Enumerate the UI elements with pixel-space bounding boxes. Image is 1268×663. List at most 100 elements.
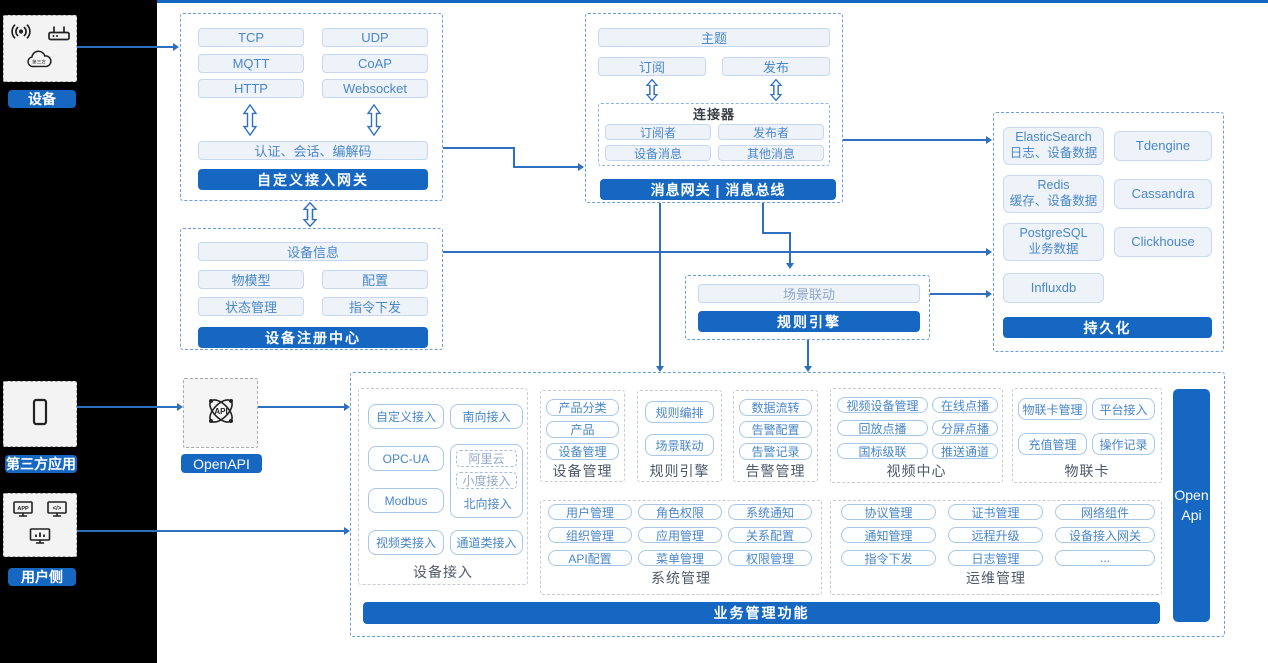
chip: 组织管理 xyxy=(548,527,632,543)
app-monitor-icon: APP xyxy=(12,500,34,523)
arrowhead xyxy=(986,248,992,256)
arrowhead xyxy=(986,290,992,298)
alarm-label: 告警管理 xyxy=(745,463,806,479)
devices-label: 设备 xyxy=(8,90,76,108)
scene-linkage: 场景联动 xyxy=(698,284,920,303)
chip: 告警记录 xyxy=(739,443,812,460)
connector-line xyxy=(77,530,345,532)
chip: 设备接入网关 xyxy=(1055,527,1155,543)
top-accent-line xyxy=(157,0,1268,3)
user-side-label: 用户侧 xyxy=(8,568,76,586)
chip: 物联卡管理 xyxy=(1018,398,1087,420)
publish: 发布 xyxy=(722,57,830,76)
double-arrow-icon xyxy=(302,201,318,232)
connector-line xyxy=(258,406,345,408)
device-info: 设备信息 xyxy=(198,242,428,261)
chip: 设备管理 xyxy=(546,443,619,460)
chip: 场景联动 xyxy=(645,434,714,456)
chip: 用户管理 xyxy=(548,504,632,520)
arrowhead xyxy=(986,136,992,144)
northbound-access-label: 北向接入 xyxy=(463,497,512,511)
chip: 平台接入 xyxy=(1092,398,1155,420)
store-influxdb: Influxdb xyxy=(1003,273,1104,303)
third-party-app-label: 第三方应用 xyxy=(5,455,77,473)
connector-line xyxy=(513,166,578,168)
topic: 主题 xyxy=(598,28,830,47)
rule-engine-title: 规则引擎 xyxy=(698,311,920,332)
store-postgresql: PostgreSQL 业务数据 xyxy=(1003,223,1104,261)
connector-line xyxy=(789,232,791,264)
subscribe: 订阅 xyxy=(598,57,706,76)
persistence-title: 持久化 xyxy=(1003,317,1212,338)
arrowhead xyxy=(656,366,664,372)
protocol-udp: UDP xyxy=(322,28,428,47)
publisher: 发布者 xyxy=(718,124,824,140)
access-video: 视频类接入 xyxy=(368,530,444,555)
chip: 国标级联 xyxy=(837,443,928,459)
double-arrow-icon xyxy=(366,103,382,141)
chip: 远程升级 xyxy=(948,527,1043,543)
protocol-http: HTTP xyxy=(198,79,304,98)
chip: 分屏点播 xyxy=(932,420,998,436)
chip: 角色权限 xyxy=(638,504,722,520)
double-arrow-icon xyxy=(769,78,783,106)
other-message: 其他消息 xyxy=(718,145,824,161)
device-registry-title: 设备注册中心 xyxy=(198,327,428,348)
radio-signal-icon xyxy=(8,23,34,45)
connector-line xyxy=(443,251,986,253)
arrowhead xyxy=(177,403,183,411)
protocol-coap: CoAP xyxy=(322,54,428,73)
ops-mgmt-label: 运维管理 xyxy=(966,570,1026,586)
chip: 充值管理 xyxy=(1018,433,1087,455)
chip: 告警配置 xyxy=(739,421,812,438)
smartphone-icon xyxy=(31,398,49,431)
router-icon xyxy=(46,23,72,46)
chip: 权限管理 xyxy=(728,550,812,566)
chip: 推送通道 xyxy=(932,443,998,459)
openapi-icon-box: API xyxy=(183,378,258,448)
chip: 在线点播 xyxy=(932,397,998,413)
video-center-label: 视频中心 xyxy=(886,463,947,479)
chip: 应用管理 xyxy=(638,527,722,543)
chip: 菜单管理 xyxy=(638,550,722,566)
protocol-tcp: TCP xyxy=(198,28,304,47)
device-access-label: 设备接入 xyxy=(413,564,473,580)
thing-model: 物模型 xyxy=(198,270,304,289)
business-title: 业务管理功能 xyxy=(363,602,1160,624)
config: 配置 xyxy=(322,270,428,289)
third-party-app-icon-box xyxy=(3,381,77,447)
connector-line xyxy=(77,406,177,408)
connector-title: 连接器 xyxy=(692,106,735,122)
auth-session-codec: 认证、会话、编解码 xyxy=(198,141,428,160)
svg-text:</>: </> xyxy=(53,506,62,512)
connector-line xyxy=(513,147,515,168)
arrowhead xyxy=(344,527,350,535)
store-clickhouse: Clickhouse xyxy=(1114,227,1212,257)
chip: 系统通知 xyxy=(728,504,812,520)
arrowhead xyxy=(786,263,794,269)
store-elasticsearch: ElasticSearch 日志、设备数据 xyxy=(1003,127,1104,165)
chip: 证书管理 xyxy=(948,504,1043,520)
chip: 网络组件 xyxy=(1055,504,1155,520)
chip: 回放点播 xyxy=(837,420,928,436)
double-arrow-icon xyxy=(645,78,659,106)
store-cassandra: Cassandra xyxy=(1114,179,1212,209)
chip: API配置 xyxy=(548,550,632,566)
store-tdengine: Tdengine xyxy=(1114,131,1212,161)
open-api-side-bar: Open Api xyxy=(1173,389,1210,622)
access-modbus: Modbus xyxy=(368,488,444,513)
chip: 产品分类 xyxy=(546,399,619,416)
protocol-websocket: Websocket xyxy=(322,79,428,98)
chip: 操作记录 xyxy=(1092,433,1155,455)
svg-text:第三方: 第三方 xyxy=(32,58,46,65)
chip: 关系配置 xyxy=(728,527,812,543)
code-monitor-icon: </> xyxy=(46,500,68,523)
chip: 产品 xyxy=(546,421,619,438)
arrowhead xyxy=(804,366,812,372)
connector-line xyxy=(77,46,173,48)
access-channel: 通道类接入 xyxy=(450,530,523,555)
custom-gateway-title: 自定义接入网关 xyxy=(198,169,428,190)
device-mgmt-label: 设备管理 xyxy=(552,463,613,479)
connector-line xyxy=(807,340,809,367)
device-message: 设备消息 xyxy=(605,145,711,161)
